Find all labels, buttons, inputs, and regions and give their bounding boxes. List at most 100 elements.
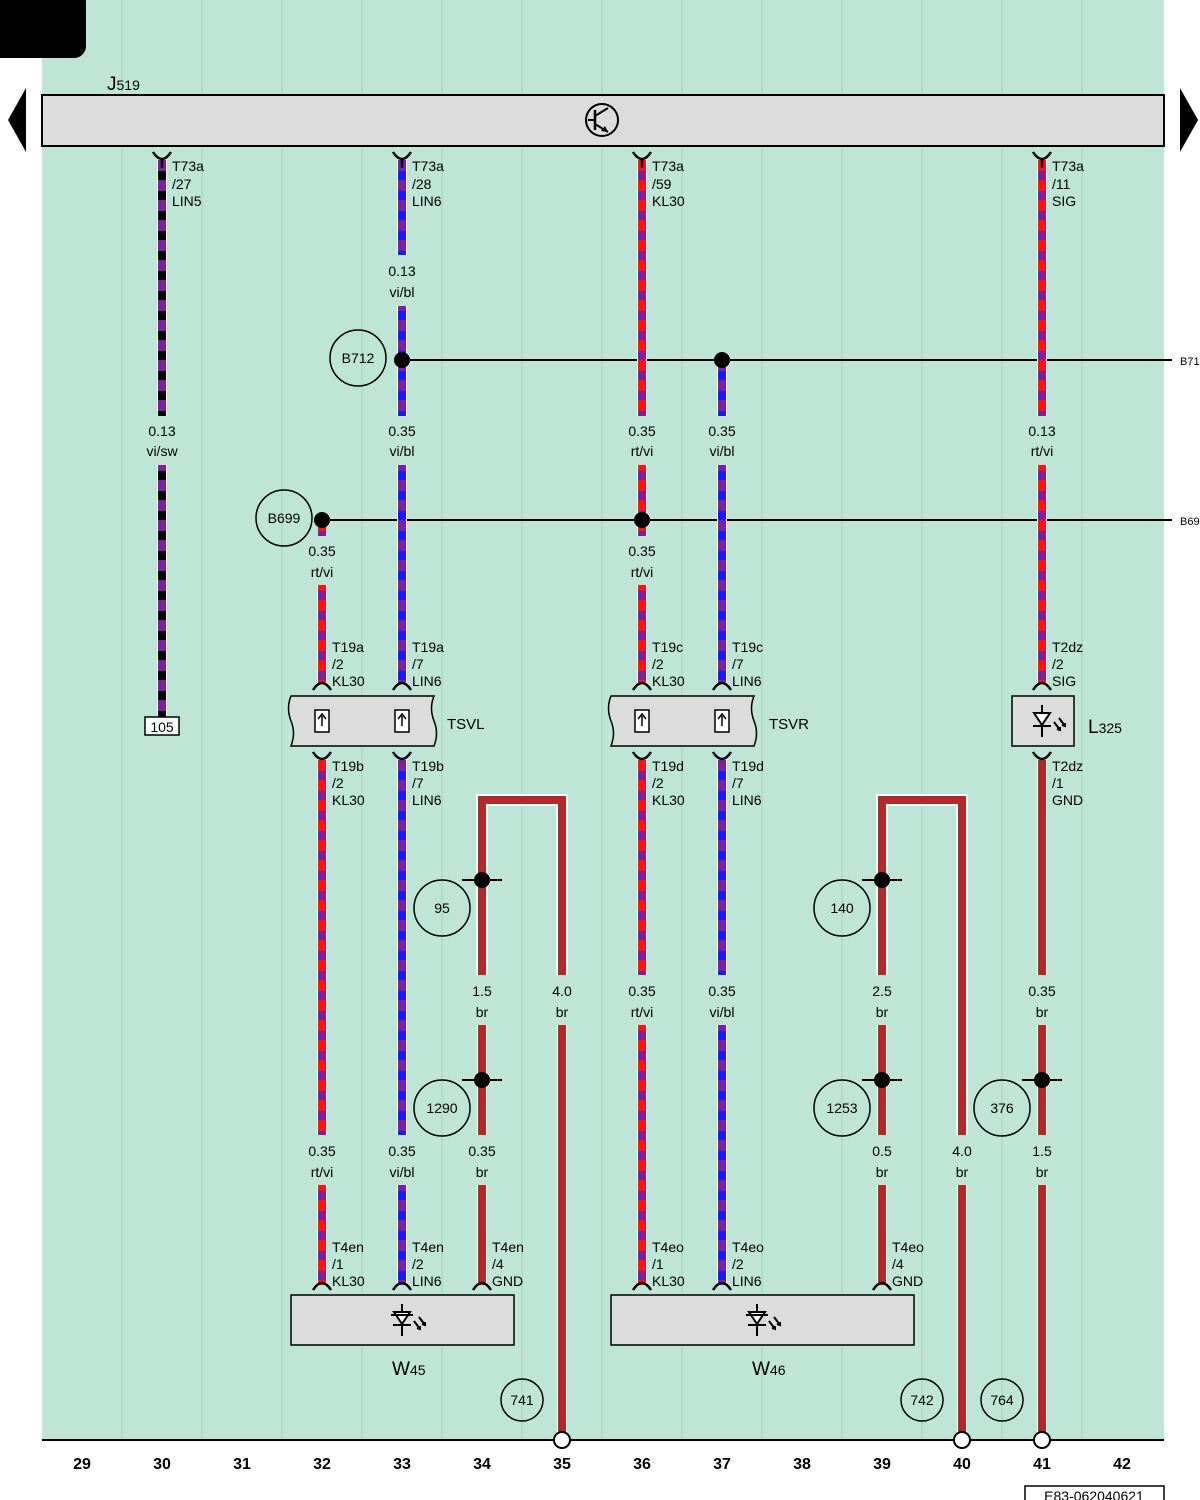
tsvr-label: TSVR xyxy=(769,716,809,733)
svg-text:/1: /1 xyxy=(652,1256,664,1272)
svg-text:KL30: KL30 xyxy=(652,193,685,209)
l325-label: L325 xyxy=(1088,717,1122,738)
svg-text:br: br xyxy=(556,1004,569,1020)
svg-text:37: 37 xyxy=(713,1456,731,1473)
svg-text:br: br xyxy=(956,1164,969,1180)
ground-circle-labels: B712 B699 95 1290 140 1253 376 741 742 7… xyxy=(268,350,1014,1408)
svg-text:vi/bl: vi/bl xyxy=(390,1164,415,1180)
svg-text:KL30: KL30 xyxy=(652,673,685,689)
svg-text:T73a: T73a xyxy=(652,158,684,174)
svg-text:42: 42 xyxy=(1113,1456,1131,1473)
svg-text:LIN6: LIN6 xyxy=(732,792,762,808)
svg-text:T19c: T19c xyxy=(732,639,763,655)
wire-36 xyxy=(637,160,647,1285)
svg-text:br: br xyxy=(476,1164,489,1180)
svg-text:T73a: T73a xyxy=(1052,158,1084,174)
svg-text:/27: /27 xyxy=(172,176,192,192)
svg-text:0.35: 0.35 xyxy=(388,1143,415,1159)
svg-text:764: 764 xyxy=(990,1392,1014,1408)
w45-label: W45 xyxy=(392,1359,426,1380)
svg-text:/28: /28 xyxy=(412,176,432,192)
svg-text:T19d: T19d xyxy=(732,758,764,774)
svg-text:32: 32 xyxy=(313,1456,331,1473)
svg-text:41: 41 xyxy=(1033,1456,1051,1473)
svg-text:/4: /4 xyxy=(892,1256,904,1272)
svg-text:742: 742 xyxy=(910,1392,934,1408)
l325-module[interactable] xyxy=(1011,695,1075,747)
svg-text:T2dz: T2dz xyxy=(1052,758,1083,774)
svg-text:vi/bl: vi/bl xyxy=(710,443,735,459)
prev-page-arrow-icon[interactable] xyxy=(8,88,26,152)
led-diode-icon xyxy=(391,1304,426,1336)
svg-text:vi/bl: vi/bl xyxy=(390,443,415,459)
svg-text:GND: GND xyxy=(1052,792,1083,808)
terminal-points xyxy=(553,1431,1051,1449)
svg-text:vi/bl: vi/bl xyxy=(710,1004,735,1020)
svg-text:0.13: 0.13 xyxy=(1028,423,1055,439)
tsvl-module[interactable] xyxy=(287,695,438,747)
w45-module[interactable] xyxy=(290,1294,515,1346)
svg-text:LIN5: LIN5 xyxy=(172,193,202,209)
svg-text:T19b: T19b xyxy=(332,758,364,774)
w46-label: W46 xyxy=(752,1359,786,1380)
svg-text:GND: GND xyxy=(492,1273,523,1289)
svg-text:741: 741 xyxy=(510,1392,534,1408)
svg-text:br: br xyxy=(876,1004,889,1020)
svg-text:0.35: 0.35 xyxy=(468,1143,495,1159)
svg-text:rt/vi: rt/vi xyxy=(311,564,334,580)
tsvl-label: TSVL xyxy=(447,716,485,733)
svg-text:B699: B699 xyxy=(268,510,301,526)
svg-text:2.5: 2.5 xyxy=(872,983,892,999)
wire-30 xyxy=(157,160,167,718)
svg-text:1.5: 1.5 xyxy=(1032,1143,1052,1159)
svg-text:KL30: KL30 xyxy=(332,673,365,689)
connector-forks xyxy=(151,151,1053,1291)
svg-text:4.0: 4.0 xyxy=(952,1143,972,1159)
svg-text:/1: /1 xyxy=(332,1256,344,1272)
svg-text:0.35: 0.35 xyxy=(308,543,335,559)
svg-text:KL30: KL30 xyxy=(332,792,365,808)
svg-text:T19a: T19a xyxy=(412,639,444,655)
svg-text:38: 38 xyxy=(793,1456,811,1473)
svg-text:SIG: SIG xyxy=(1052,673,1076,689)
control-unit-j519 xyxy=(41,94,1165,147)
svg-text:T73a: T73a xyxy=(412,158,444,174)
svg-text:/59: /59 xyxy=(652,176,672,192)
svg-text:1290: 1290 xyxy=(426,1100,457,1116)
svg-text:T2dz: T2dz xyxy=(1052,639,1083,655)
svg-text:br: br xyxy=(876,1164,889,1180)
svg-text:34: 34 xyxy=(473,1456,491,1473)
w46-module[interactable] xyxy=(610,1294,915,1346)
svg-text:/7: /7 xyxy=(412,656,424,672)
svg-text:/2: /2 xyxy=(1052,656,1064,672)
svg-text:/4: /4 xyxy=(492,1256,504,1272)
ref-box-105[interactable] xyxy=(144,716,180,736)
svg-text:SIG: SIG xyxy=(1052,193,1076,209)
svg-text:T19a: T19a xyxy=(332,639,364,655)
svg-text:rt/vi: rt/vi xyxy=(631,1004,654,1020)
splice-points xyxy=(314,352,1062,1088)
tsvr-module[interactable] xyxy=(607,695,758,747)
control-unit-label: J519 xyxy=(107,74,140,95)
svg-text:/7: /7 xyxy=(732,656,744,672)
svg-text:29: 29 xyxy=(73,1456,91,1473)
svg-text:0.35: 0.35 xyxy=(628,543,655,559)
svg-text:0.35: 0.35 xyxy=(308,1143,335,1159)
svg-text:36: 36 xyxy=(633,1456,651,1473)
svg-text:rt/vi: rt/vi xyxy=(631,564,654,580)
svg-text:0.35: 0.35 xyxy=(1028,983,1055,999)
svg-text:/2: /2 xyxy=(332,775,344,791)
svg-text:LIN6: LIN6 xyxy=(732,673,762,689)
next-page-arrow-icon[interactable] xyxy=(1180,88,1198,152)
ground-circles xyxy=(255,329,1031,1422)
svg-text:vi/bl: vi/bl xyxy=(390,284,415,300)
svg-text:T4en: T4en xyxy=(332,1239,364,1255)
svg-text:/2: /2 xyxy=(652,656,664,672)
column-grid xyxy=(121,0,1083,1440)
svg-text:KL30: KL30 xyxy=(652,1273,685,1289)
